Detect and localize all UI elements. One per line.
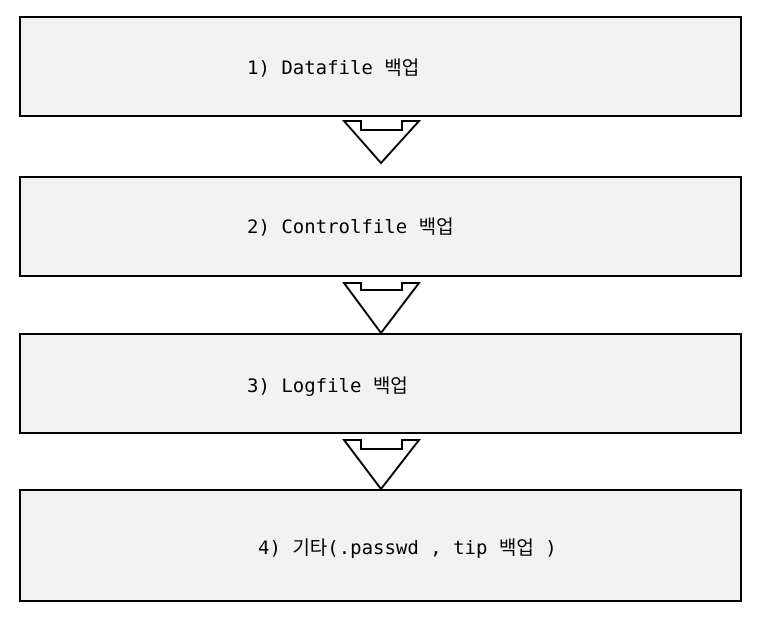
step-2-label: 2) Controlfile 백업	[247, 216, 454, 238]
step-3: 3) Logfile 백업	[19, 333, 742, 434]
step-2: 2) Controlfile 백업	[19, 176, 742, 277]
down-arrow-2	[342, 282, 422, 335]
step-2-box	[19, 176, 742, 277]
step-1-box	[19, 16, 742, 117]
down-arrow-1	[341, 120, 422, 165]
step-3-label: 3) Logfile 백업	[247, 375, 408, 397]
step-3-box	[19, 333, 742, 434]
step-4-box	[19, 489, 742, 602]
step-4: 4) 기타(.passwd , tip 백업 )	[19, 489, 742, 602]
step-1-label: 1) Datafile 백업	[247, 57, 419, 79]
step-4-label: 4) 기타(.passwd , tip 백업 )	[258, 537, 557, 559]
step-1: 1) Datafile 백업	[19, 16, 742, 117]
down-arrow-3	[341, 439, 422, 491]
